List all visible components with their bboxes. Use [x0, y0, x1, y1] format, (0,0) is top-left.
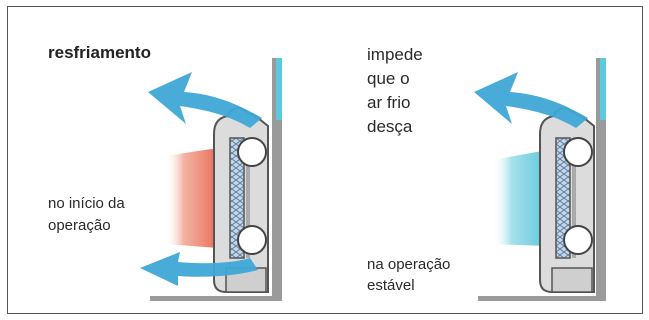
wall	[596, 58, 606, 301]
right-top-caption: impede que o ar frio desça	[367, 43, 423, 139]
right-top-caption-line: que o	[367, 69, 410, 88]
upward-air-arrow	[474, 72, 588, 128]
upper-fan	[563, 137, 593, 167]
lower-fan	[563, 225, 593, 255]
left-caption-line: operação	[48, 217, 111, 234]
diagram-title: resfriamento	[48, 43, 151, 62]
right-bottom-caption-line: estável	[367, 277, 415, 294]
right-bottom-caption: na operação estável	[367, 254, 450, 296]
wall	[272, 58, 282, 301]
warm-air	[165, 148, 218, 248]
right-bottom-caption-line: na operação	[367, 256, 451, 273]
upward-air-arrow	[148, 72, 262, 128]
cool-air	[492, 150, 548, 246]
floor	[478, 296, 606, 301]
left-caption: no início da operação	[48, 193, 125, 237]
right-top-caption-line: ar frio	[367, 93, 411, 112]
window-glass	[600, 58, 606, 120]
lower-air-arrow	[140, 252, 258, 286]
floor	[150, 296, 282, 301]
window-glass	[276, 58, 282, 120]
right-top-caption-line: desça	[367, 117, 413, 136]
upper-fan	[237, 137, 267, 167]
right-top-caption-line: impede	[367, 45, 423, 64]
lower-fan	[237, 225, 267, 255]
unit-coil	[229, 137, 245, 259]
unit-filter	[246, 138, 250, 258]
unit-base	[551, 267, 593, 293]
left-caption-line: no início da	[48, 195, 125, 212]
unit-filter	[572, 138, 576, 258]
unit-coil	[555, 137, 571, 259]
